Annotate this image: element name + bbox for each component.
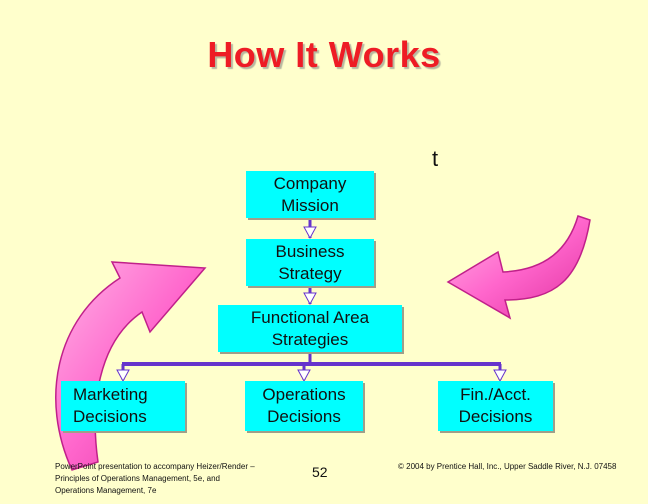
arrowhead-business-functional (303, 292, 317, 306)
right-curved-arrow (446, 215, 591, 320)
stray-character: t (432, 146, 439, 171)
fin-acct-decisions-label: Fin./Acct. Decisions (458, 385, 533, 426)
footer-left-credit: PowerPoint presentation to accompany Hei… (55, 462, 255, 495)
operations-decisions-label: Operations Decisions (262, 385, 346, 426)
operations-decisions-box: Operations Decisions (245, 381, 363, 431)
company-mission-box: Company Mission (246, 171, 374, 218)
functional-area-strategies-label: Functional Area Strategies (250, 307, 370, 349)
company-mission-label: Company Mission (273, 173, 347, 215)
arrowhead-bus-operations (297, 369, 311, 383)
functional-area-strategies-box: Functional Area Strategies (218, 305, 402, 352)
arrowhead-bus-fin (493, 369, 507, 383)
arrowhead-mission-business (303, 226, 317, 240)
marketing-decisions-box: Marketing Decisions (61, 381, 185, 431)
slide-title: How It Works (207, 34, 441, 75)
marketing-decisions-label: Marketing Decisions (73, 385, 148, 426)
business-strategy-box: Business Strategy (246, 239, 374, 286)
fin-acct-decisions-box: Fin./Acct. Decisions (438, 381, 553, 431)
arrowhead-bus-marketing (116, 369, 130, 383)
footer-right-copyright: © 2004 by Prentice Hall, Inc., Upper Sad… (398, 462, 617, 471)
business-strategy-label: Business Strategy (275, 241, 345, 283)
page-number: 52 (312, 464, 328, 480)
